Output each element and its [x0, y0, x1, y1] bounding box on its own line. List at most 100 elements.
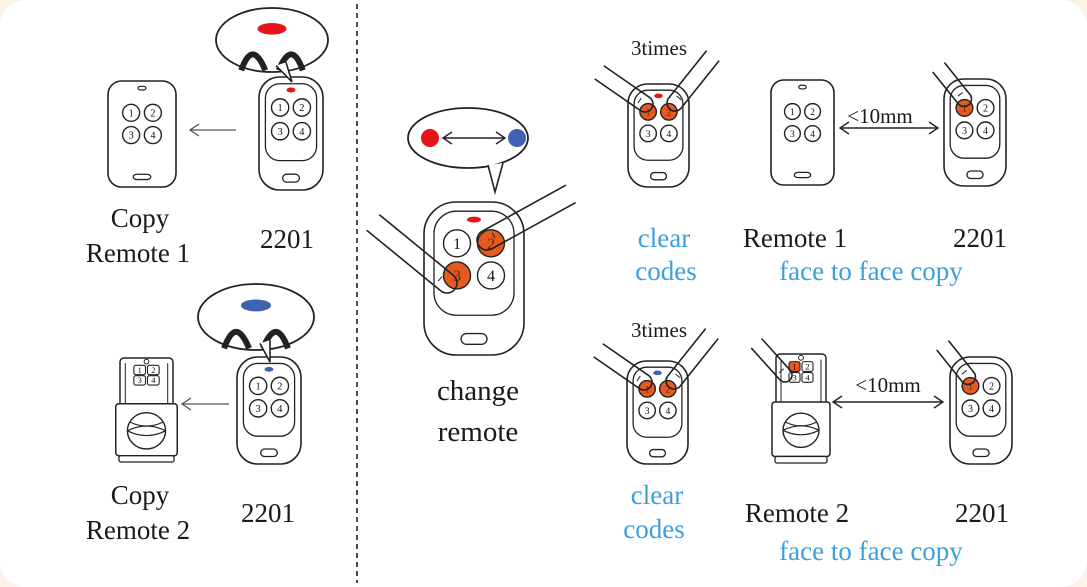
led-swap-callout [407, 107, 529, 196]
remote-keyring-slot [649, 171, 668, 181]
callout-bubble [215, 7, 329, 73]
remote-key-label: 4 [805, 372, 810, 382]
remote-plate [633, 89, 684, 161]
row1-remote: Remote 1 [742, 223, 848, 253]
remote-key-label: 2 [805, 361, 809, 371]
led-callouts [197, 7, 529, 363]
row2-remote: Remote 2 [744, 498, 850, 528]
remote-button-label: 2 [666, 107, 671, 118]
remote-keyring-slot [793, 171, 812, 179]
finger-nail [637, 97, 642, 104]
change-remote-line2: remote [437, 416, 519, 448]
remote-button-label: 2 [810, 108, 815, 118]
remote-button-label: 1 [453, 235, 461, 253]
remote-button-label: 3 [278, 127, 283, 138]
remote-led [467, 216, 481, 223]
remote-button [639, 124, 658, 143]
remote-key [146, 375, 160, 386]
remote-key [146, 364, 160, 376]
finger-press-icon [665, 328, 719, 390]
remote-emblem-line [127, 430, 166, 437]
remote-emblem-line [782, 429, 820, 436]
remote-keyring-slot [460, 332, 488, 345]
remote-button-label: 1 [962, 103, 967, 114]
finger-nail [957, 92, 963, 97]
arrows [180, 121, 945, 411]
remote-key [133, 364, 147, 376]
finger-outline [366, 214, 458, 294]
remote-button [658, 401, 677, 420]
remote-body [770, 79, 835, 186]
remote-button [476, 261, 506, 290]
remote-key-label: 3 [138, 375, 142, 385]
finger-nail [961, 370, 967, 375]
remote-button-label: 1 [256, 382, 261, 393]
row2-distance: <10mm [855, 373, 921, 397]
remote-button [248, 376, 268, 396]
finger-outline [666, 50, 720, 112]
callout-knob [238, 51, 269, 72]
remote-button-label: 2 [150, 108, 155, 119]
remote-key-label: 1 [138, 365, 142, 375]
remote-button [976, 121, 995, 140]
row1-times: 3times [631, 36, 687, 60]
copy-remote-2-code: 2201 [241, 498, 295, 528]
remote-button-label: 2 [487, 235, 495, 253]
row2-face-to-face: face to face copy [779, 536, 963, 566]
remote-button-label: 3 [968, 404, 973, 415]
remote-button [638, 401, 657, 420]
finger-outline [593, 343, 653, 391]
remote-button [783, 102, 801, 121]
remote-button [143, 103, 163, 123]
remote-button [955, 121, 974, 140]
finger-nail [676, 95, 682, 101]
led-blue-dot [508, 129, 526, 147]
callout-bubble [197, 283, 315, 351]
remote-key [788, 361, 801, 372]
callout-tail [259, 340, 271, 363]
remote-led-window [137, 85, 147, 91]
remote-plate [632, 366, 683, 438]
finger-press-icon [750, 338, 793, 383]
remote-bottom-cap [118, 455, 175, 463]
remote-button [442, 261, 472, 290]
finger-press-icons [366, 50, 977, 391]
finger-outline [750, 338, 793, 383]
arrow-head [933, 395, 945, 409]
remote-keyring-slot [132, 173, 152, 181]
finger-nail [636, 375, 641, 382]
led-red-dot [421, 129, 439, 147]
remote-body [627, 83, 690, 188]
remote-button-label: 1 [278, 103, 283, 114]
remote-button [143, 125, 163, 145]
remote-body [949, 356, 1013, 465]
remote-button [121, 125, 141, 145]
remote-led-window [798, 84, 807, 90]
copy-remote-1-code: 2201 [260, 224, 314, 254]
remote-key [133, 375, 147, 386]
remote-button-label: 4 [666, 129, 671, 140]
remote-button [961, 399, 980, 418]
remote-button [982, 399, 1001, 418]
callout-knob [221, 328, 252, 350]
swap-arrow-head [441, 131, 453, 145]
remote-body [107, 80, 177, 188]
remote-button [270, 376, 290, 396]
remote-button-label: 4 [277, 404, 283, 415]
remote-button [804, 124, 822, 143]
remote-button [270, 399, 290, 418]
row2-code: 2201 [955, 498, 1009, 528]
arrow-head [188, 123, 200, 137]
remote-button [121, 103, 141, 123]
remote-plate [264, 83, 318, 162]
remote-button-label: 4 [487, 267, 495, 285]
remote-button-label: 3 [453, 267, 461, 285]
remote-button-label: 2 [989, 381, 994, 392]
remote-button [442, 229, 472, 258]
row1-face-to-face: face to face copy [779, 256, 963, 286]
